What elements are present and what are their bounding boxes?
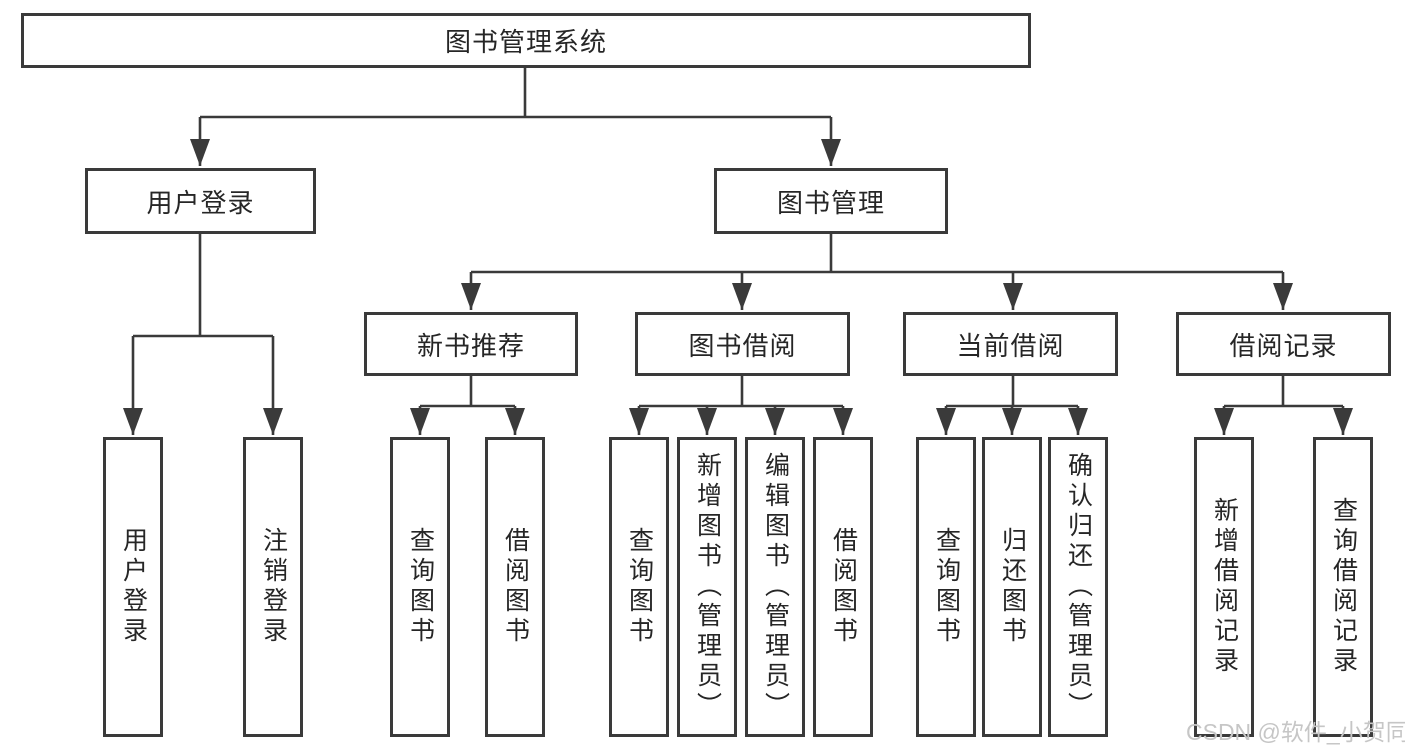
leaf-br-add-borrow-record: 新增借阅记录 — [1194, 437, 1254, 737]
leaf-bb-borrow-books-label: 借阅图书 — [829, 527, 858, 647]
node-borrow-records-label: 借阅记录 — [1229, 330, 1338, 361]
node-book-management: 图书管理 — [714, 168, 948, 234]
leaf-cb-query-books: 查询图书 — [916, 437, 976, 737]
node-library-management-system-label: 图书管理系统 — [444, 27, 607, 57]
node-new-book-recommend: 新书推荐 — [364, 312, 578, 376]
connector-trunks — [133, 68, 1343, 408]
node-current-borrow-label: 当前借阅 — [956, 330, 1065, 361]
node-user-login-label: 用户登录 — [146, 187, 255, 218]
leaf-nb-query-books-label: 查询图书 — [406, 527, 435, 647]
leaf-logout-login-label: 注销登录 — [259, 527, 288, 647]
leaf-bb-query-books-label: 查询图书 — [625, 527, 654, 647]
leaf-cb-query-books-label: 查询图书 — [932, 527, 961, 647]
csdn-watermark: CSDN @软件_小贺同学 — [1186, 719, 1405, 745]
leaf-br-add-borrow-record-label: 新增借阅记录 — [1210, 497, 1239, 677]
node-library-management-system: 图书管理系统 — [21, 13, 1031, 68]
node-user-login: 用户登录 — [85, 168, 316, 234]
leaf-cb-confirm-return-admin: 确认归还（管理员） — [1048, 437, 1108, 737]
leaf-br-query-borrow-record-label: 查询借阅记录 — [1329, 497, 1358, 677]
node-book-borrow: 图书借阅 — [635, 312, 850, 376]
leaf-bb-query-books: 查询图书 — [609, 437, 669, 737]
leaf-nb-borrow-books: 借阅图书 — [485, 437, 545, 737]
leaf-cb-return-books-label: 归还图书 — [998, 527, 1027, 647]
node-book-borrow-label: 图书借阅 — [688, 330, 797, 361]
leaf-bb-add-books-admin: 新增图书（管理员） — [677, 437, 737, 737]
leaf-logout-login: 注销登录 — [243, 437, 303, 737]
leaf-bb-edit-books-admin-label: 编辑图书（管理员） — [761, 452, 790, 722]
node-current-borrow: 当前借阅 — [903, 312, 1118, 376]
node-book-management-label: 图书管理 — [776, 187, 885, 218]
leaf-bb-borrow-books: 借阅图书 — [813, 437, 873, 737]
leaf-user-login-label: 用户登录 — [119, 527, 148, 647]
leaf-cb-confirm-return-admin-label: 确认归还（管理员） — [1064, 452, 1093, 722]
leaf-cb-return-books: 归还图书 — [982, 437, 1042, 737]
leaf-user-login: 用户登录 — [103, 437, 163, 737]
leaf-bb-add-books-admin-label: 新增图书（管理员） — [693, 452, 722, 722]
leaf-br-query-borrow-record: 查询借阅记录 — [1313, 437, 1373, 737]
node-borrow-records: 借阅记录 — [1176, 312, 1391, 376]
leaf-nb-query-books: 查询图书 — [390, 437, 450, 737]
leaf-bb-edit-books-admin: 编辑图书（管理员） — [745, 437, 805, 737]
node-new-book-recommend-label: 新书推荐 — [416, 330, 525, 361]
leaf-nb-borrow-books-label: 借阅图书 — [501, 527, 530, 647]
